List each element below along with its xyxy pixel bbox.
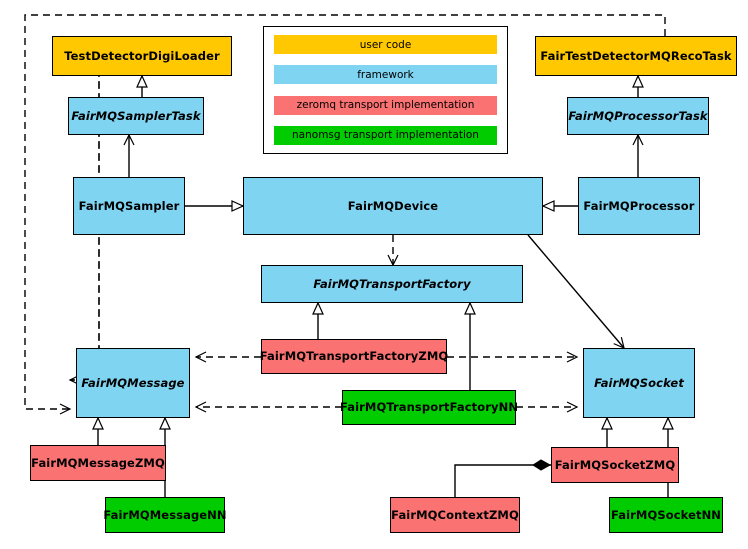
class-label-fairmqtransportfactoryzmq: FairMQTransportFactoryZMQ <box>259 349 449 364</box>
legend-label-nanomsg: nanomsg transport implementation <box>292 129 479 142</box>
class-box-fairmqsamplertask[interactable]: FairMQSamplerTask <box>68 97 204 135</box>
class-label-fairmqmessagezmq: FairMQMessageZMQ <box>31 455 165 470</box>
class-box-fairmqsampler[interactable]: FairMQSampler <box>73 177 185 235</box>
class-label-fairmqtransportfactory: FairMQTransportFactory <box>313 276 471 291</box>
class-box-fairtestdetectormqrecotask[interactable]: FairTestDetectorMQRecoTask <box>535 36 737 76</box>
class-label-testdetectordigiloader: TestDetectorDigiLoader <box>64 48 220 63</box>
class-box-fairmqtransportfactoryzmq[interactable]: FairMQTransportFactoryZMQ <box>259 339 449 374</box>
class-label-fairmqprocessor: FairMQProcessor <box>583 198 695 213</box>
edge-recotask-to-message <box>24 14 666 415</box>
class-label-fairmqcontextzmq: FairMQContextZMQ <box>391 507 519 522</box>
class-label-fairmqsampler: FairMQSampler <box>78 198 180 213</box>
class-label-fairmqmessage: FairMQMessage <box>81 375 185 390</box>
class-box-fairmqsocket[interactable]: FairMQSocket <box>583 348 695 418</box>
legend: user code framework zeromq transport imp… <box>263 26 508 154</box>
class-box-fairmqsocketnn[interactable]: FairMQSocketNN <box>609 497 723 533</box>
class-box-fairmqdevice[interactable]: FairMQDevice <box>243 177 543 235</box>
class-label-fairmqsocket: FairMQSocket <box>594 375 684 390</box>
class-label-fairmqsocketnn: FairMQSocketNN <box>610 507 722 522</box>
legend-label-user-code: user code <box>359 38 412 51</box>
class-box-fairmqprocessortask[interactable]: FairMQProcessorTask <box>567 97 709 135</box>
class-box-fairmqtransportfactory[interactable]: FairMQTransportFactory <box>261 265 523 303</box>
legend-label-zeromq: zeromq transport implementation <box>296 99 475 112</box>
class-label-fairtestdetectormqrecotask: FairTestDetectorMQRecoTask <box>540 48 732 63</box>
legend-label-framework: framework <box>357 68 414 81</box>
class-box-fairmqmessage[interactable]: FairMQMessage <box>76 348 190 418</box>
legend-item-zeromq: zeromq transport implementation <box>274 95 497 115</box>
class-label-fairmqmessagenn: FairMQMessageNN <box>103 507 227 522</box>
class-label-fairmqsocketzmq: FairMQSocketZMQ <box>554 457 676 472</box>
edge-device-to-socket <box>527 234 625 350</box>
legend-item-user-code: user code <box>274 35 497 54</box>
class-box-fairmqprocessor[interactable]: FairMQProcessor <box>578 177 700 235</box>
legend-item-framework: framework <box>274 65 497 85</box>
class-box-fairmqmessagenn[interactable]: FairMQMessageNN <box>103 497 227 533</box>
legend-item-nanomsg: nanomsg transport implementation <box>274 125 497 145</box>
class-label-fairmqprocessortask: FairMQProcessorTask <box>568 108 708 123</box>
class-label-fairmqtransportfactorynn: FairMQTransportFactoryNN <box>339 400 519 415</box>
class-box-fairmqmessagezmq[interactable]: FairMQMessageZMQ <box>30 445 166 481</box>
class-box-fairmqcontextzmq[interactable]: FairMQContextZMQ <box>390 497 520 533</box>
class-box-fairmqsocketzmq[interactable]: FairMQSocketZMQ <box>551 447 679 483</box>
class-label-fairmqsamplertask: FairMQSamplerTask <box>71 108 201 123</box>
edge-contextzmq-to-socketzmq <box>454 459 552 497</box>
class-label-fairmqdevice: FairMQDevice <box>347 198 439 213</box>
class-box-testdetectordigiloader[interactable]: TestDetectorDigiLoader <box>52 36 232 76</box>
class-box-fairmqtransportfactorynn[interactable]: FairMQTransportFactoryNN <box>339 390 519 425</box>
